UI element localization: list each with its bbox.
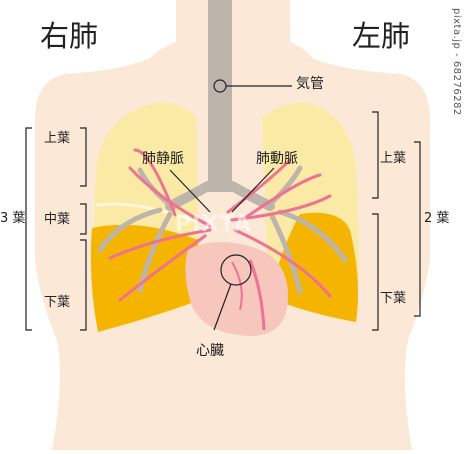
watermark-id: 68276282 <box>451 60 462 116</box>
left-lobe-count-label: 2 葉 <box>424 211 450 226</box>
pulmonary-vessels <box>108 148 332 302</box>
left-lung <box>262 103 359 322</box>
right-lobe-count-label: 3 葉 <box>0 211 26 226</box>
right-lung-title: 右肺 <box>40 19 99 53</box>
right-upper-lobe-label: 上葉 <box>44 131 71 146</box>
left-upper-lobe-label: 上葉 <box>380 151 407 166</box>
right-middle-lobe-label: 中葉 <box>44 212 71 227</box>
heart-marker <box>220 254 252 286</box>
heart-label: 心臓 <box>196 343 224 359</box>
pulmonary-vein-label: 肺静脈 <box>142 151 184 167</box>
left-lung-title: 左肺 <box>352 19 411 53</box>
pulmonary-artery-label: 肺動脈 <box>256 151 298 167</box>
watermark-stamp: PIXTA <box>175 212 252 237</box>
neck <box>176 0 290 51</box>
watermark-text: pixta.jp - 68276282 <box>451 8 462 116</box>
watermark-site: pixta.jp <box>451 8 462 50</box>
left-lower-lobe-label: 下葉 <box>380 291 407 306</box>
heart <box>185 242 289 336</box>
trachea-label: 気管 <box>296 76 324 92</box>
right-lower-lobe-label: 下葉 <box>44 295 71 310</box>
leader-lines <box>25 79 421 331</box>
